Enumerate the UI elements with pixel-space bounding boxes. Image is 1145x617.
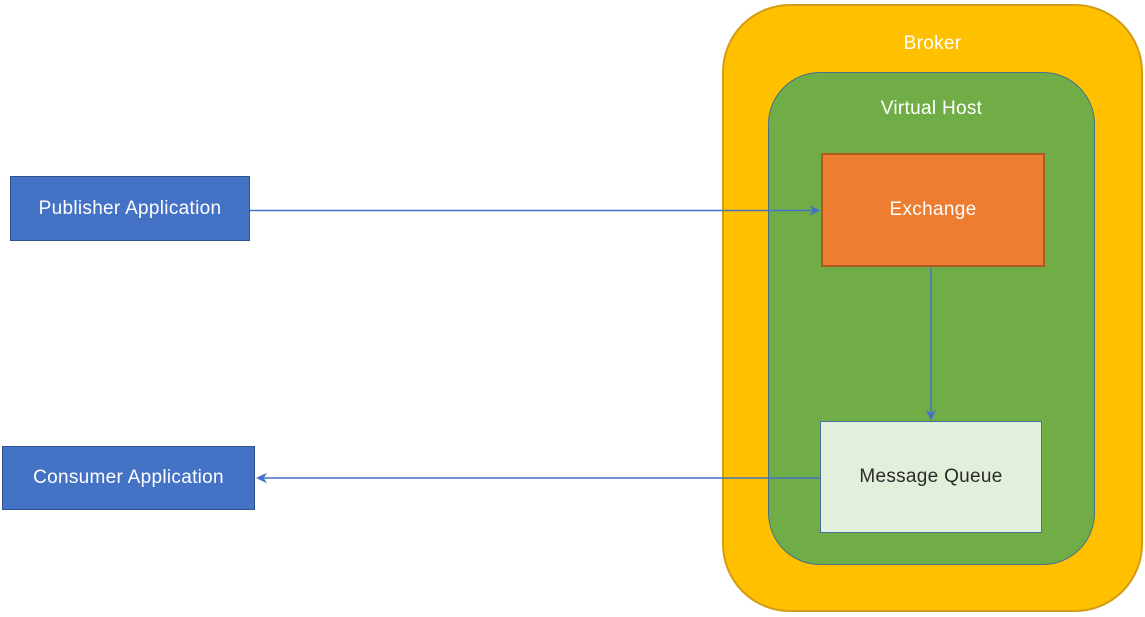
message-queue-label: Message Queue xyxy=(859,466,1003,487)
virtual-host-label: Virtual Host xyxy=(880,98,983,119)
consumer-application-node: Consumer Application xyxy=(2,446,255,510)
broker-label: Broker xyxy=(903,33,962,54)
consumer-application-label: Consumer Application xyxy=(33,467,224,488)
exchange-label: Exchange xyxy=(889,199,977,220)
exchange-node: Exchange xyxy=(821,153,1045,267)
publisher-application-node: Publisher Application xyxy=(10,176,250,241)
publisher-application-label: Publisher Application xyxy=(38,197,222,219)
message-queue-node: Message Queue xyxy=(820,421,1042,533)
